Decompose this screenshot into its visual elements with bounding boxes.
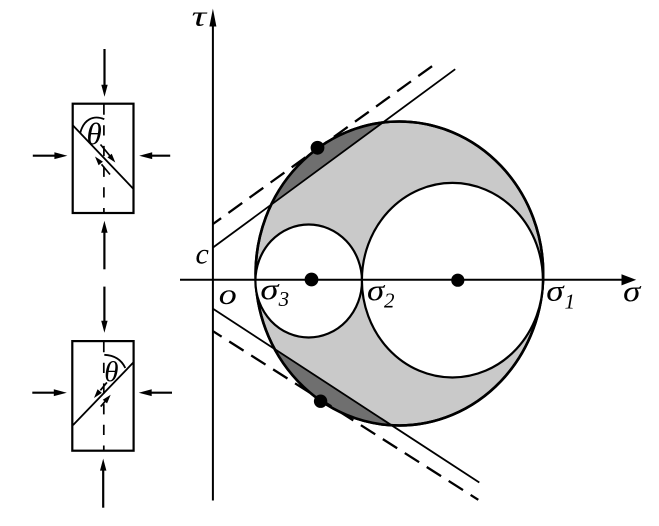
svg-text:σ: σ — [367, 274, 386, 307]
svg-text:1: 1 — [565, 289, 576, 313]
svg-text:2: 2 — [384, 289, 395, 313]
svg-text:c: c — [196, 238, 209, 271]
svg-text:θ: θ — [104, 356, 118, 388]
svg-text:τ: τ — [192, 0, 208, 32]
svg-text:o: o — [219, 278, 237, 311]
svg-text:σ: σ — [260, 273, 280, 306]
svg-text:σ: σ — [546, 275, 565, 308]
svg-text:3: 3 — [278, 287, 290, 311]
svg-text:σ: σ — [623, 275, 642, 308]
svg-text:θ: θ — [87, 116, 102, 151]
